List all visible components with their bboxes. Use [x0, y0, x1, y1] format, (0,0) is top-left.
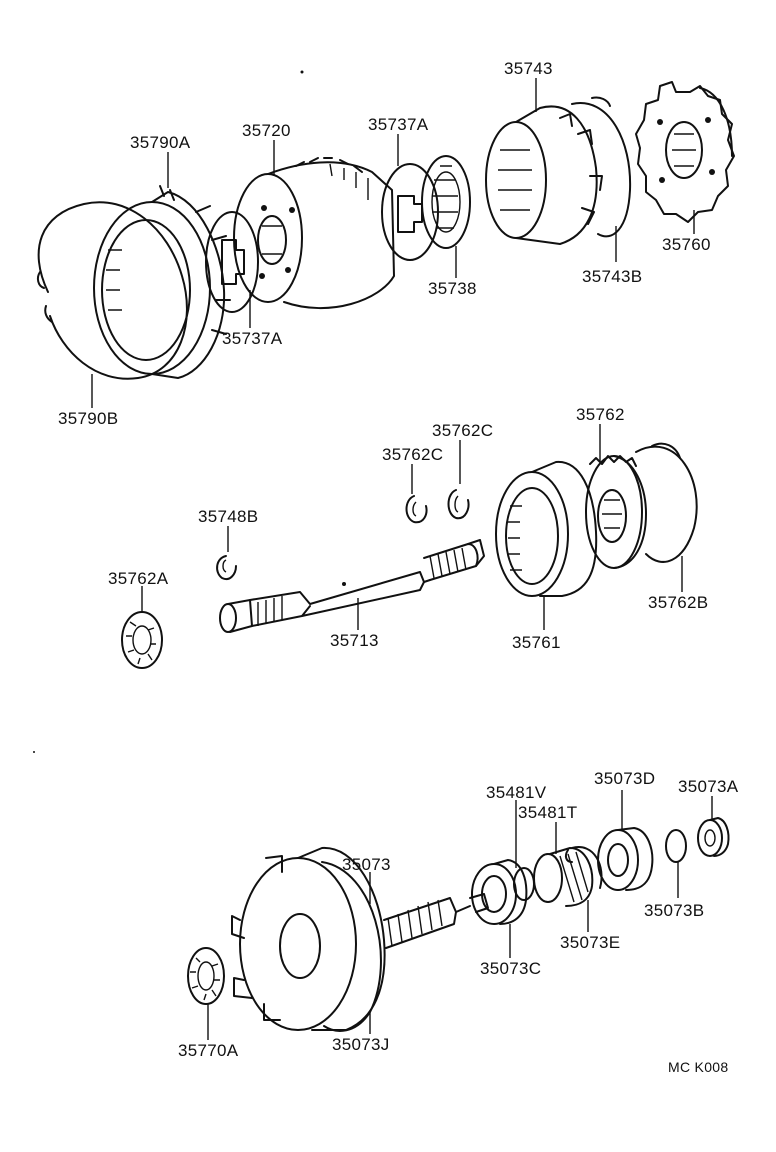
bearing-35762a [121, 611, 163, 669]
hub-35760 [635, 81, 735, 223]
label-35762a: 35762A [108, 569, 169, 588]
thrust-washer-35737a-upper [381, 163, 439, 261]
stray-dot [33, 751, 35, 753]
gear-35762 [585, 455, 647, 569]
label-35073d: 35073D [594, 769, 656, 788]
circlip-35762c-left [405, 495, 428, 524]
sun-gear-drum-35743 [485, 105, 603, 245]
leader-lines [91, 78, 713, 1040]
speed-gear-35481t [533, 847, 594, 907]
snap-ring-35073e [564, 846, 603, 889]
label-35481v: 35481V [486, 783, 547, 802]
label-35713: 35713 [330, 631, 379, 650]
label-35073a: 35073A [678, 777, 739, 796]
stray-dot [300, 70, 304, 74]
label-35073e: 35073E [560, 933, 621, 952]
snap-ring-35743b [571, 96, 632, 238]
label-35738: 35738 [428, 279, 477, 298]
label-35073j: 35073J [332, 1035, 390, 1054]
diagram-code: MC K008 [668, 1059, 729, 1075]
snap-ring-35748b [216, 555, 237, 580]
label-35737a-bottom: 35737A [222, 329, 283, 348]
label-35720: 35720 [242, 121, 291, 140]
shaft-35713 [219, 539, 485, 633]
label-35760: 35760 [662, 235, 711, 254]
label-35762: 35762 [576, 405, 625, 424]
label-35761: 35761 [512, 633, 561, 652]
label-35762c-right: 35762C [432, 421, 494, 440]
o-ring-35073b [665, 829, 687, 863]
label-35748b: 35748B [198, 507, 259, 526]
thrust-washer-35737a-lower [205, 211, 259, 313]
snap-ring-35762b [635, 442, 698, 563]
snap-ring-35790b [36, 201, 188, 380]
ring-gear-drum-35761 [495, 460, 598, 597]
output-shaft-35073 [231, 846, 489, 1031]
label-35790a: 35790A [130, 133, 191, 152]
needle-bearing-35738 [421, 155, 471, 249]
label-35762c-left: 35762C [382, 445, 444, 464]
label-35481t: 35481T [518, 803, 578, 822]
carrier-drum-35720 [233, 157, 395, 310]
label-35073: 35073 [342, 855, 391, 874]
label-35770a: 35770A [178, 1041, 239, 1060]
label-35073b: 35073B [644, 901, 705, 920]
seal-35073a [697, 817, 730, 857]
circlip-35762c-right [447, 489, 470, 520]
label-35073c: 35073C [480, 959, 542, 978]
label-35737a-top: 35737A [368, 115, 429, 134]
bearing-35073d [597, 827, 654, 891]
snap-ring-35073j [321, 861, 382, 1032]
label-35762b: 35762B [648, 593, 709, 612]
label-35743: 35743 [504, 59, 553, 78]
label-35743b: 35743B [582, 267, 643, 286]
label-35790b: 35790B [58, 409, 119, 428]
clutch-drum-35790a [93, 185, 231, 379]
rotor-35481v [513, 867, 535, 901]
bearing-35770a [187, 947, 225, 1005]
